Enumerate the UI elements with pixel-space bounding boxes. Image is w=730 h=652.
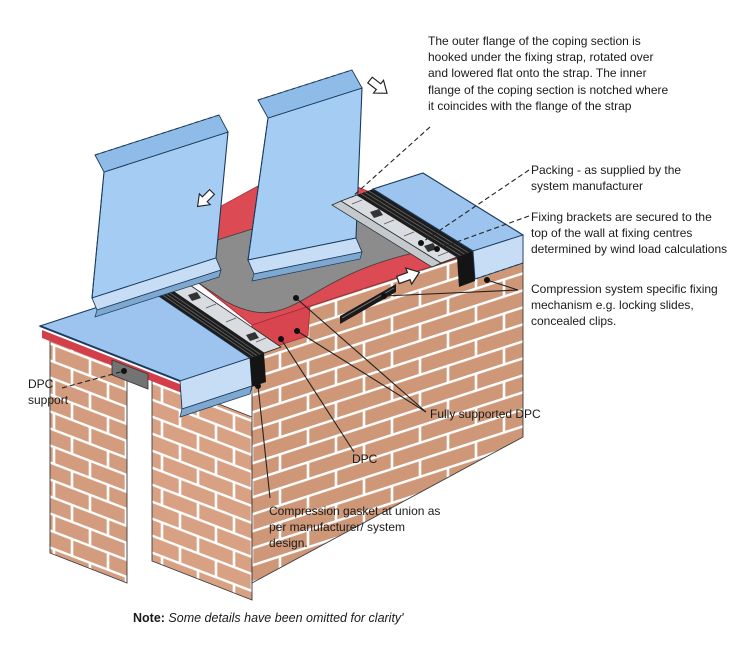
rotate-arrow-icon — [364, 73, 393, 101]
dpc-support-label: DPC support — [28, 377, 69, 408]
leader-dot — [381, 293, 387, 299]
leader-line — [436, 215, 530, 250]
figure-note-text: Some details have been omitted for clari… — [164, 611, 404, 625]
left-union-gasket — [150, 285, 266, 387]
tilted-coping-1 — [91, 114, 229, 318]
right-coping — [371, 172, 525, 280]
leader-line — [383, 289, 519, 297]
leader-line — [420, 169, 530, 244]
brick-wall — [49, 236, 524, 601]
leader-dot — [255, 383, 261, 389]
leader-line — [296, 330, 427, 413]
right-union-gasket — [357, 189, 475, 287]
leader-dot — [484, 277, 490, 283]
leader-line — [295, 297, 427, 413]
leader-line — [486, 279, 519, 291]
dpc-support-board — [111, 359, 149, 390]
leader-dot — [278, 336, 284, 342]
figure-note-label: Note: — [133, 611, 165, 625]
leader-dot — [121, 368, 127, 374]
leader-dot — [294, 328, 300, 334]
coping-installation-note: The outer flange of the coping section i… — [428, 34, 669, 113]
leader-dots — [121, 240, 490, 389]
fixing-brackets-label: Fixing brackets are secured to the top o… — [531, 210, 728, 257]
compression-system-label: Compression system specific fixing mecha… — [531, 282, 718, 329]
leader-lines — [61, 126, 530, 499]
leader-dot — [434, 246, 440, 252]
packing-label: Packing - as supplied by the system manu… — [531, 163, 682, 194]
leader-dot — [418, 240, 424, 246]
leader-dot — [293, 295, 299, 301]
tilted-coping-2 — [247, 69, 393, 282]
dpc-label: DPC — [352, 452, 378, 466]
figure-note: Note: Some details have been omitted for… — [133, 611, 404, 625]
leader-line — [351, 126, 431, 198]
near-leaf-end-face — [151, 377, 253, 601]
leader-line — [61, 370, 125, 389]
fully-supported-dpc-label: Fully supported DPC — [430, 407, 541, 421]
compression-gasket-label: Compression gasket at union as per manuf… — [269, 504, 441, 551]
leader-line — [280, 338, 355, 453]
leader-line — [257, 385, 271, 499]
